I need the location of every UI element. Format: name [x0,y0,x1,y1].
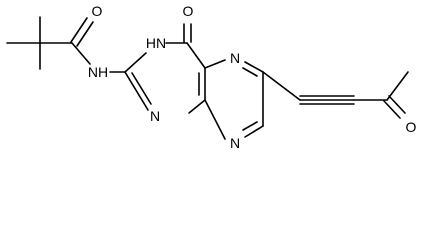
bond-ketone-o-b [388,95,406,114]
atom-label-n-pyrazine-top: N [230,50,240,66]
bond-c8a-n1 [188,99,206,114]
bond-c4a-n5 [204,59,226,69]
atom-label-nh-amide: NH [88,64,108,80]
bond-n5-c6-inner [242,67,258,77]
atom-label-o-amide: O [92,3,103,19]
bond-c2-hn [124,52,147,73]
atom-label-n-pyrimidine: N [150,108,160,124]
structure-drawing: O NH O HN N N N O [6,3,417,151]
bond-ketone-o-a [383,100,401,119]
bond-n1-c2 [124,71,149,111]
atom-label-hn-ring: HN [146,35,166,51]
pyrazine-ring [204,59,264,140]
bond-c6-alkyne [262,71,301,101]
atom-labels: O NH O HN N N N O [88,3,417,151]
molecule-canvas: O NH O HN N N N O [6,3,417,151]
bond-carbonyl-nh [71,42,91,65]
atom-label-n-pyrazine-bottom: N [230,135,240,151]
bond-c7-n8 [244,125,264,138]
bond-carbonyl-double-b [76,21,94,47]
bond-n8-c8a [204,99,226,140]
tert-butyl-group [6,16,73,70]
bond-n1-c2-inner [131,72,152,105]
atom-label-o-ketone: O [406,119,417,135]
bond-carbonyl-double-a [70,17,88,43]
bond-c4-c4a [186,42,206,69]
bond-ketone-methyl [386,71,409,101]
pyrimidinone-ring [124,23,206,114]
amide-group [70,17,126,73]
atom-label-o-ring: O [183,3,194,19]
bond-c7-n8-inner [242,121,258,131]
bond-n5-c6 [244,61,264,73]
butynone-chain [262,71,409,119]
